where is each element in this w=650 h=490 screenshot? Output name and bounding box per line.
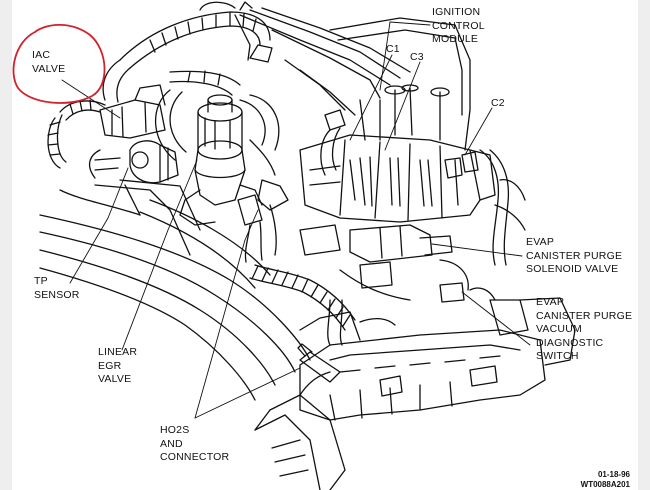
leader-linear-egr-valve [121, 159, 198, 351]
leader-icm-drop [379, 21, 391, 91]
leader-c1 [349, 54, 393, 141]
label-ho2s-line: AND [160, 437, 183, 450]
label-evap-purge-solenoid: EVAP CANISTER PURGE SOLENOID VALVE [526, 236, 622, 277]
intake-tubes [39, 179, 311, 401]
label-evap-purge-switch: EVAP CANISTER PURGE VACUUM DIAGNOSTIC SW… [536, 296, 632, 364]
label-linear-egr-valve: LINEAR EGR VALVE [98, 346, 137, 387]
right-edge-strip [638, 0, 650, 490]
iac-valve-body [47, 84, 166, 169]
leader-evap-switch [461, 291, 531, 346]
label-evap-switch-line: VACUUM [536, 323, 582, 335]
leader-ho2s-lower [194, 367, 301, 419]
linear-egr-valve-body [179, 94, 263, 226]
label-ho2s-line: CONNECTOR [160, 451, 230, 463]
harness-loops [154, 89, 289, 256]
label-iac-valve: IAC VALVE [32, 49, 65, 76]
leader-ho2s-upper [194, 209, 259, 419]
label-tp-sensor: TP SENSOR [34, 275, 80, 302]
right-harness [320, 109, 526, 266]
label-evap-solenoid-line: CANISTER PURGE [526, 249, 623, 262]
label-tp-sensor-line: TP [34, 275, 48, 287]
label-c1: C1 [386, 43, 400, 55]
top-wire-harness [102, 1, 273, 103]
label-tp-sensor-line: SENSOR [34, 288, 80, 301]
label-evap-switch-line: SWITCH [536, 350, 579, 362]
leader-evap-solenoid [431, 243, 523, 257]
label-evap-switch-line: DIAGNOSTIC [536, 336, 604, 349]
figure-footer: 01-18-96 WT0088A201 [581, 470, 630, 490]
label-ho2s-line: HO2S [160, 424, 190, 436]
label-egr-line: VALVE [98, 373, 132, 385]
evap-solenoid-area [299, 224, 496, 303]
label-c3: C3 [410, 51, 424, 63]
label-evap-switch-line: EVAP [536, 296, 565, 308]
figure-code: WT0088A201 [580, 480, 630, 489]
label-evap-switch-line: CANISTER PURGE [536, 309, 633, 322]
left-edge-strip [0, 0, 12, 490]
figure-date: 01-18-96 [597, 470, 630, 479]
leader-icm [389, 21, 431, 26]
label-evap-solenoid-line: SOLENOID VALVE [526, 263, 619, 275]
lower-wire-loom [249, 264, 396, 346]
leader-c2 [464, 107, 493, 156]
label-icm-line: MODULE [432, 33, 479, 45]
exhaust-pipe [254, 371, 346, 490]
label-icm-line: CONTROL [432, 19, 485, 32]
label-egr-line: EGR [98, 359, 122, 372]
label-evap-solenoid-line: EVAP [526, 236, 555, 248]
red-annotation-circle [12, 23, 106, 104]
ho2s-sensor [237, 194, 341, 383]
leader-lines [61, 21, 531, 419]
label-icm-line: IGNITION [432, 6, 481, 18]
leader-c3 [384, 61, 421, 151]
label-c2: C2 [491, 97, 505, 109]
leader-tp-sensor [69, 167, 129, 284]
label-iac-valve-line: VALVE [32, 62, 66, 75]
leader-iac-valve [61, 79, 121, 119]
label-ho2s-connector: HO2S AND CONNECTOR [160, 424, 229, 465]
label-egr-line: LINEAR [98, 346, 138, 358]
label-ignition-control-module: IGNITION CONTROL MODULE [432, 6, 485, 47]
label-iac-valve-line: IAC [32, 49, 51, 61]
